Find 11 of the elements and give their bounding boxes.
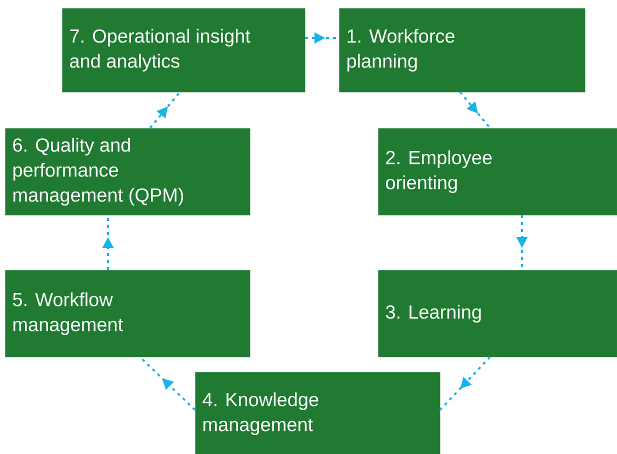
- arrow: [459, 91, 491, 129]
- process-box: 4. Knowledge management: [195, 372, 440, 454]
- process-box: 1. Workforce planning: [339, 8, 586, 92]
- process-box: 2. Employee orienting: [378, 128, 617, 216]
- arrow: [439, 356, 491, 411]
- process-box: 5. Workflow management: [5, 270, 250, 358]
- arrow: [139, 356, 196, 411]
- arrow: [149, 91, 181, 129]
- process-box: 6. Quality and performance management (QPM): [5, 128, 250, 216]
- process-box: 3. Learning: [378, 270, 617, 358]
- process-box: 7. Operational insight and analytics: [62, 8, 306, 92]
